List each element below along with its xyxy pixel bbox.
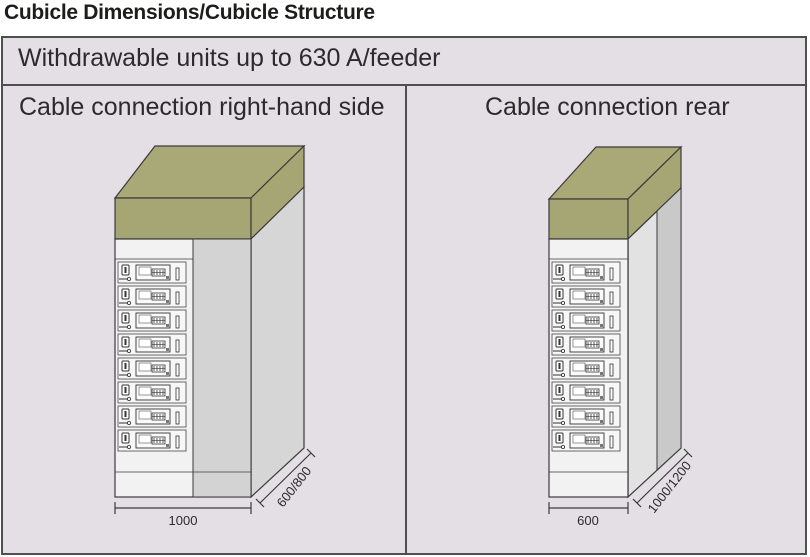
cubicle-right-hand-side (113, 144, 306, 499)
withdrawable-unit (551, 357, 621, 380)
header-text: Withdrawable units up to 630 A/feeder (18, 44, 441, 72)
withdrawable-unit (551, 333, 621, 356)
panel-divider (405, 84, 407, 555)
width-label-left: 1000 (169, 513, 198, 528)
width-dimension-left (114, 502, 252, 514)
withdrawable-unit (551, 429, 621, 452)
withdrawable-unit (117, 309, 187, 332)
depth-dimension-right (632, 448, 693, 508)
withdrawable-unit (117, 333, 187, 356)
panel-label-right-hand-side: Cable connection right-hand side (19, 93, 385, 121)
withdrawable-unit (117, 357, 187, 380)
depth-dimension-left (255, 448, 316, 508)
withdrawable-unit (117, 261, 187, 284)
withdrawable-unit (117, 429, 187, 452)
withdrawable-unit (551, 261, 621, 284)
width-dimension-right (548, 502, 629, 514)
withdrawable-unit (117, 405, 187, 428)
withdrawable-unit (117, 381, 187, 404)
header-band (1, 36, 807, 86)
panel-label-rear: Cable connection rear (485, 93, 730, 121)
cubicle-rear (547, 145, 683, 499)
page-title: Cubicle Dimensions/Cubicle Structure (4, 1, 375, 24)
withdrawable-unit (551, 285, 621, 308)
width-label-right: 600 (577, 513, 599, 528)
withdrawable-unit (551, 381, 621, 404)
withdrawable-unit (551, 405, 621, 428)
withdrawable-unit (117, 285, 187, 308)
withdrawable-unit (551, 309, 621, 332)
